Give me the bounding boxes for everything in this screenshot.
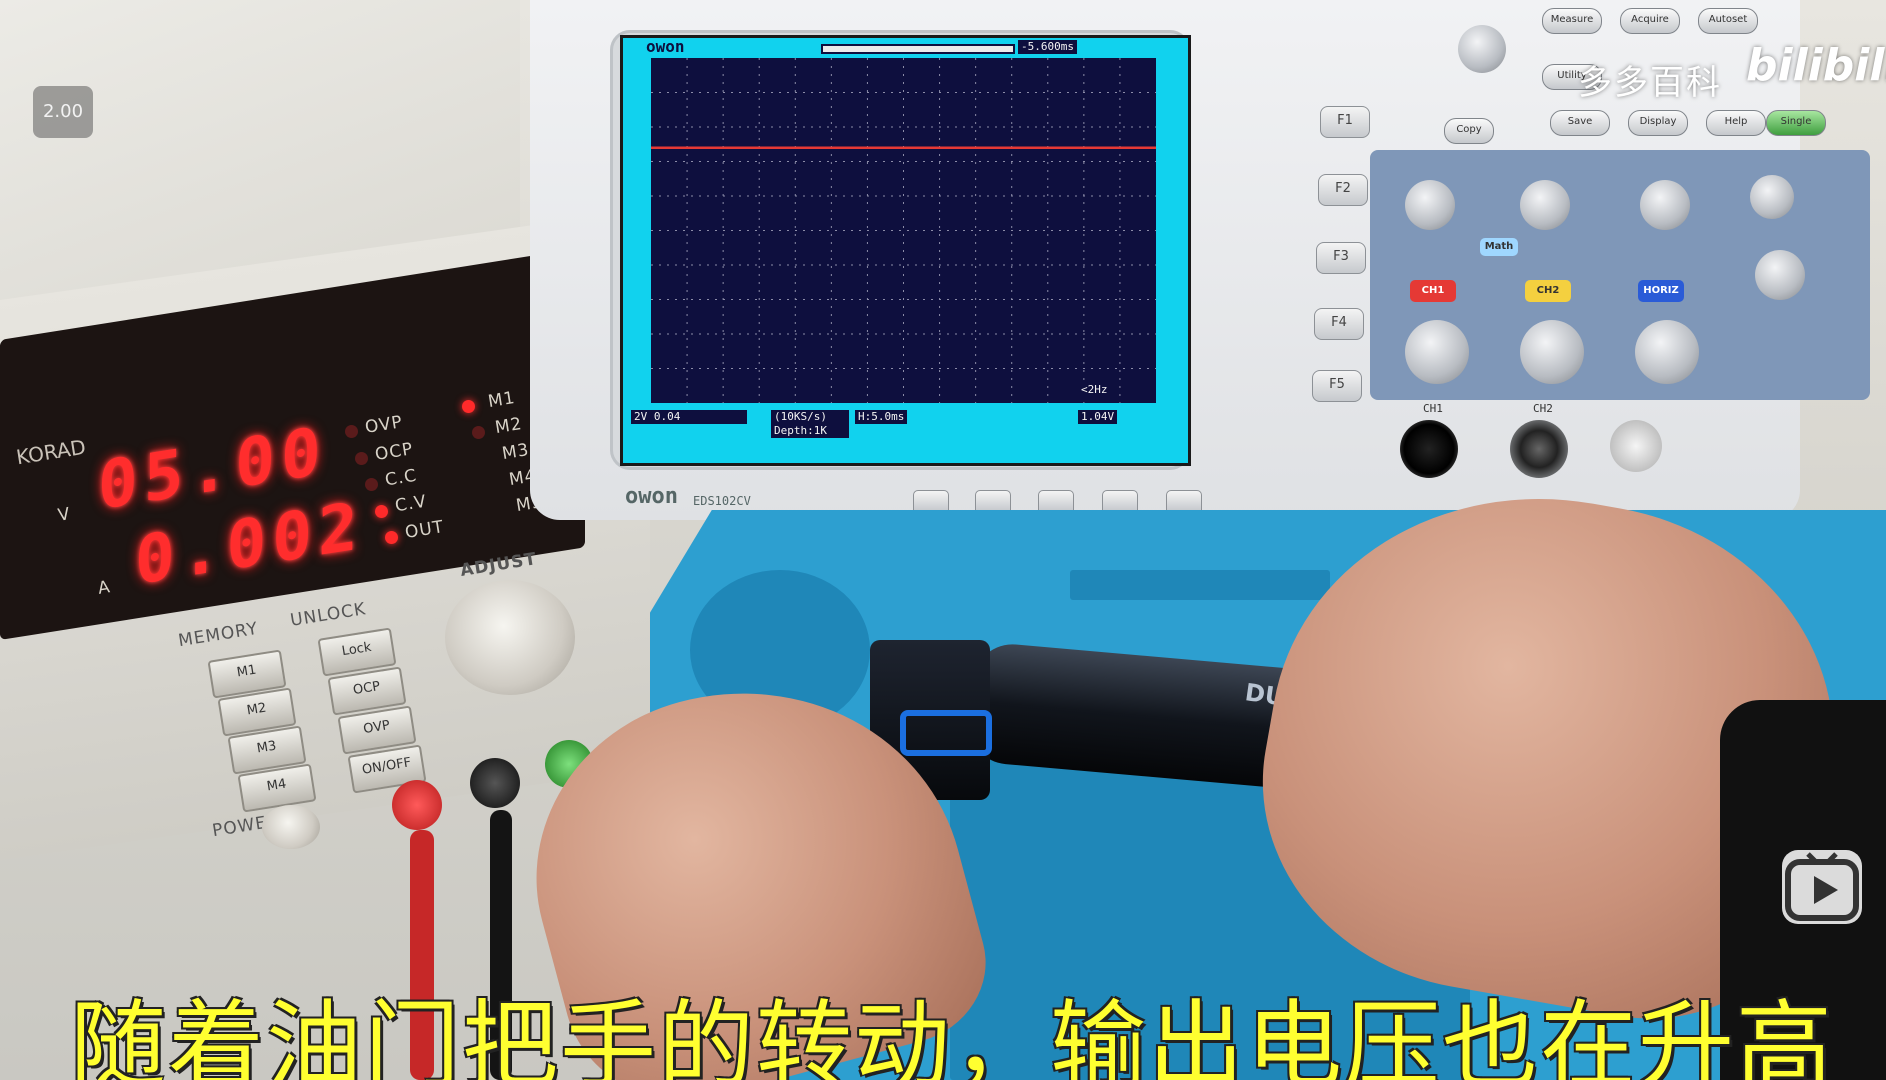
positive-terminal[interactable] [392, 780, 442, 830]
single-button[interactable]: Single [1766, 110, 1826, 136]
horiz-menu-button[interactable]: HORIZ [1638, 280, 1684, 302]
f5-key[interactable]: F5 [1312, 370, 1362, 402]
scope-brand: owon [646, 37, 685, 56]
ch1-menu-button[interactable]: CH1 [1410, 280, 1456, 302]
led-out [385, 531, 398, 544]
led-ocp [355, 452, 368, 465]
horizontal-position-knob[interactable] [1640, 180, 1690, 230]
multipurpose-knob[interactable] [1458, 25, 1506, 73]
utility-button[interactable]: Utility [1542, 64, 1602, 90]
led-cc [365, 478, 378, 491]
copy-button[interactable]: Copy [1444, 118, 1494, 144]
channel-watermark: 多多百科 [1578, 63, 1722, 103]
ch1-position-knob[interactable] [1405, 180, 1455, 230]
math-knob[interactable] [1750, 175, 1794, 219]
bilibili-logo: bilibili [1746, 40, 1886, 91]
black-test-lead [490, 810, 512, 1080]
time-base-knob[interactable] [1635, 320, 1699, 384]
ch1-bnc-input[interactable] [1400, 420, 1458, 478]
ch1-input-label: CH1 [1423, 402, 1443, 415]
ch2-volts-knob[interactable] [1520, 320, 1584, 384]
ch1-volts-knob[interactable] [1405, 320, 1469, 384]
negative-terminal[interactable] [470, 758, 520, 808]
ch2-input-label: CH2 [1533, 402, 1553, 415]
label-m2: M2 [493, 413, 524, 439]
measure-button[interactable]: Measure [1542, 8, 1602, 34]
f3-key[interactable]: F3 [1316, 242, 1366, 274]
ch1-value: 0.04 [653, 410, 681, 423]
led-cv [375, 505, 388, 518]
display-button[interactable]: Display [1628, 110, 1688, 136]
sample-rate: (10KS/s) [774, 410, 827, 423]
ext-trigger-input[interactable] [1610, 420, 1662, 472]
red-test-lead [410, 830, 434, 1080]
ch2-menu-button[interactable]: CH2 [1525, 280, 1571, 302]
help-button[interactable]: Help [1706, 110, 1766, 136]
ch1-readout: 2V 0.04 [631, 410, 747, 424]
power-switch[interactable] [262, 805, 320, 849]
autoset-button[interactable]: Autoset [1698, 8, 1758, 34]
grid-svg [651, 58, 1156, 403]
acquire-info: (10KS/s) Depth:1K [771, 410, 849, 438]
acquire-button[interactable]: Acquire [1620, 8, 1680, 34]
record-depth: Depth:1K [774, 424, 827, 437]
vertical-horizontal-controls: CH1 CH2 HORIZ Math [1370, 150, 1870, 400]
trigger-level: 1.04V [1078, 410, 1118, 424]
horizontal-scale: H:5.0ms [855, 410, 908, 424]
playback-speed-badge[interactable]: 2.00 [33, 86, 93, 138]
subtitle-caption: 随着油门把手的转动，输出电压也在升高 [70, 990, 1834, 1080]
led-ovp [345, 425, 358, 438]
waveform-grid [651, 58, 1156, 403]
ch2-bnc-input[interactable] [1510, 420, 1568, 478]
save-button[interactable]: Save [1550, 110, 1610, 136]
f1-key[interactable]: F1 [1320, 106, 1370, 138]
trigger-time: -5.600ms [1018, 40, 1077, 54]
f2-key[interactable]: F2 [1318, 174, 1368, 206]
led-m1 [462, 400, 475, 413]
memory-position-bar [821, 44, 1015, 54]
play-button[interactable] [1782, 850, 1862, 924]
dc-power-supply: KORAD 05.00 0.002 V A OVP OCP C.C C.V OU… [0, 0, 660, 880]
scope-brand-front: owon [625, 484, 678, 509]
ch1-scale: 2V [634, 410, 648, 423]
frequency-readout: <2Hz [1078, 383, 1111, 397]
led-m2 [472, 426, 485, 439]
oscilloscope: owon -5.600ms 2V 0.04 (10KS/s) Depth:1K … [530, 0, 1870, 520]
ch2-position-knob[interactable] [1520, 180, 1570, 230]
math-menu-button[interactable]: Math [1480, 238, 1518, 256]
label-m1: M1 [486, 387, 517, 413]
adjust-knob[interactable] [445, 580, 575, 695]
trigger-level-knob[interactable] [1755, 250, 1805, 300]
f4-key[interactable]: F4 [1314, 308, 1364, 340]
scope-model: EDS102CV [693, 494, 751, 508]
play-icon [1785, 852, 1859, 921]
scope-screen: owon -5.600ms 2V 0.04 (10KS/s) Depth:1K … [620, 35, 1191, 466]
label-m3: M3 [500, 439, 531, 465]
